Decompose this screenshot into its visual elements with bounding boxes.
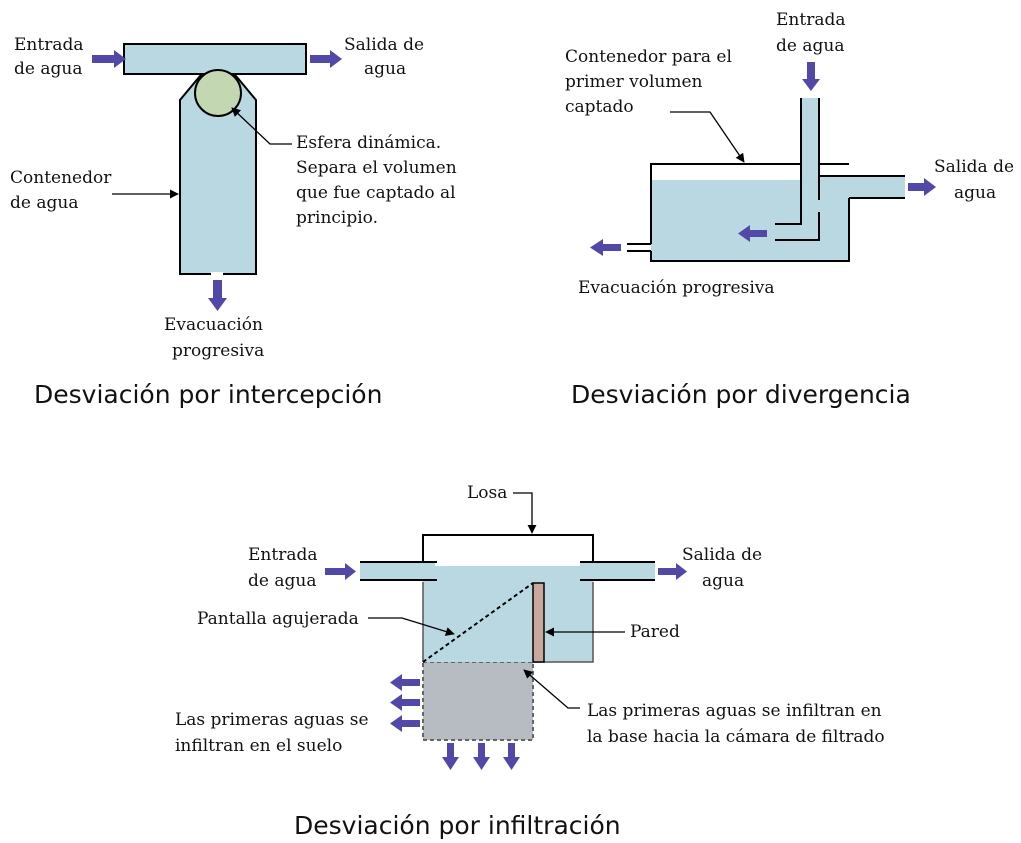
- inlet-label: Entrada de agua: [776, 10, 851, 56]
- water-container: [179, 75, 257, 275]
- chamber-water: [423, 566, 593, 662]
- inlet-arrow: [325, 563, 356, 580]
- base-leader: [523, 669, 580, 709]
- sphere-leader: [231, 107, 292, 145]
- drain-pipe: [627, 243, 651, 252]
- inlet-arrow: [92, 50, 126, 68]
- outlet-label: Salida de agua: [344, 35, 429, 79]
- tank-outline-right: [650, 198, 850, 262]
- outlet-arrow: [658, 563, 687, 580]
- inner-separator: [775, 212, 820, 241]
- internal-flow-arrow: [738, 225, 767, 242]
- sphere-note: Esfera dinámica. Separa el volumen que f…: [296, 133, 462, 228]
- inlet-pipe-left-wall: [775, 98, 802, 225]
- container-label: Contenedor de agua: [10, 168, 117, 213]
- outlet-pipe-water: [819, 176, 905, 198]
- drain-label: Evacuación progresiva: [164, 315, 268, 361]
- drain-label: Evacuación progresiva: [578, 278, 775, 298]
- inlet-label: Entrada de agua: [14, 35, 89, 79]
- title-infiltracion: Desviación por infiltración: [294, 811, 621, 840]
- outlet-pipe: [580, 562, 655, 580]
- inlet-label: Entrada de agua: [248, 545, 323, 591]
- panel-infiltracion: Losa Entrada de agua Salida de agua Pant…: [175, 483, 887, 840]
- title-divergencia: Desviación por divergencia: [571, 380, 911, 409]
- inlet-pipe-water: [801, 98, 819, 240]
- perforated-screen: [422, 582, 534, 663]
- soil-note: Las primeras aguas se infiltran en el su…: [175, 710, 374, 756]
- tank-outline: [650, 163, 801, 244]
- outlet-arrow: [908, 178, 936, 196]
- container-label: Contenedor para el primer volumen captad…: [565, 47, 737, 117]
- drain-gap: [211, 272, 223, 277]
- slab-label: Losa: [467, 483, 507, 503]
- dynamic-sphere: [194, 69, 242, 117]
- outlet-arrow: [310, 50, 342, 68]
- outlet-label: Salida de agua: [682, 545, 767, 591]
- outlet-label: Salida de agua: [934, 157, 1019, 203]
- soil-arrows-down: [442, 743, 520, 770]
- inlet-arrow: [802, 62, 820, 91]
- infiltration-zone: [422, 661, 534, 741]
- inlet-pipe-walls: [360, 561, 437, 581]
- drain-arrow: [208, 280, 227, 311]
- screen-label: Pantalla agujerada: [197, 609, 359, 629]
- container-leader: [670, 111, 745, 163]
- wall: [532, 582, 545, 663]
- pipe-horizontal: [123, 43, 307, 75]
- slab-leader: [513, 492, 537, 534]
- base-note: Las primeras aguas se infiltran en la ba…: [587, 701, 887, 747]
- inlet-pipe: [360, 562, 435, 580]
- panel-divergencia: Entrada de agua Contenedor para el prime…: [565, 10, 1019, 409]
- screen-leader: [368, 617, 455, 636]
- panel-intercepcion: Entrada de agua Salida de agua Contenedo…: [10, 35, 462, 409]
- title-intercepcion: Desviación por intercepción: [34, 380, 382, 409]
- slab: [422, 534, 594, 562]
- outlet-pipe-walls: [819, 175, 905, 199]
- wall-label: Pared: [630, 622, 680, 642]
- soil-arrows-left: [390, 674, 420, 732]
- drain-arrow: [590, 239, 621, 256]
- chamber-outline: [422, 582, 594, 663]
